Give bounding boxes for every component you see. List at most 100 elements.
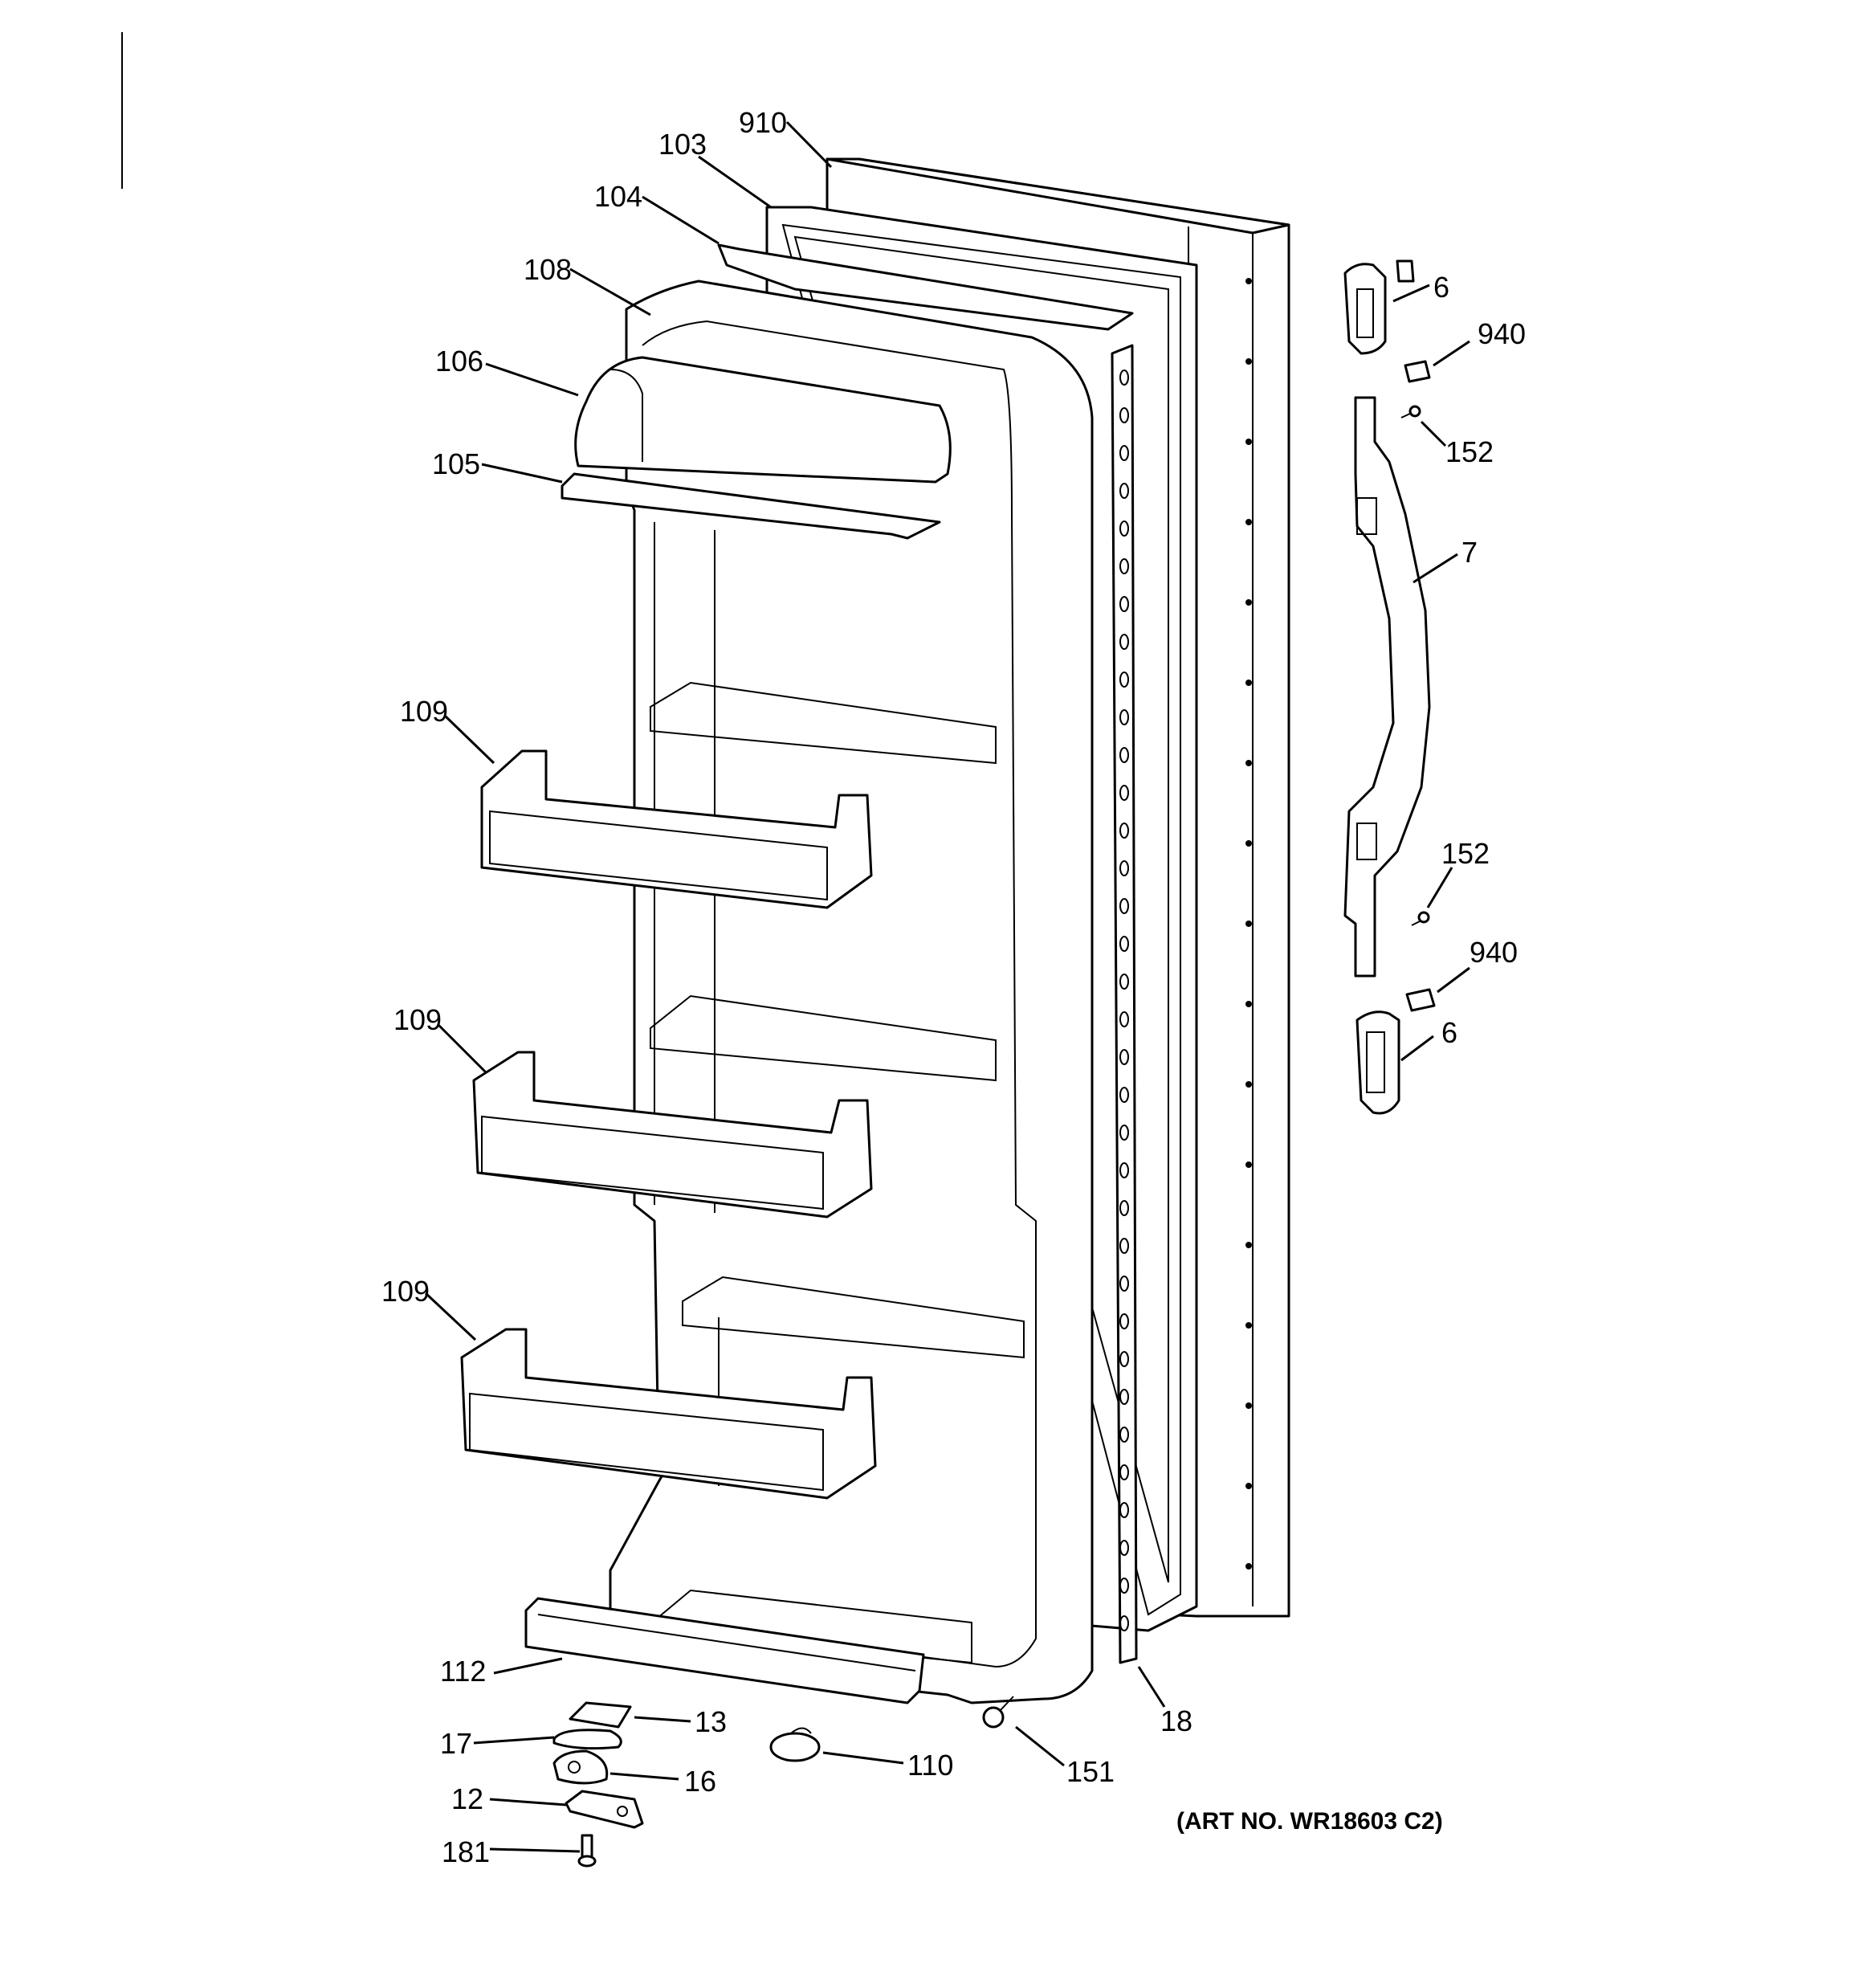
hinge-hole [1119, 1578, 1129, 1594]
label-110: 110 [907, 1749, 953, 1782]
label-940-top: 940 [1478, 317, 1526, 350]
label-108: 108 [524, 253, 572, 286]
part-151-screw [982, 1696, 1014, 1729]
hinge-hole [1119, 1087, 1129, 1103]
label-17: 17 [440, 1727, 472, 1760]
part-108-inner-liner [609, 280, 1094, 1704]
hinge-hole [1119, 860, 1129, 876]
part-105-rail [561, 472, 941, 540]
label-18: 18 [1160, 1704, 1192, 1737]
part-12-hinge [565, 1790, 644, 1829]
part-17-clip [552, 1729, 622, 1750]
label-6-bottom: 6 [1441, 1016, 1457, 1049]
art-number: (ART NO. WR18603 C2) [1176, 1808, 1443, 1835]
hinge-hole [1119, 1049, 1129, 1065]
screw-hole [1245, 439, 1252, 445]
hinge-hole [1119, 1276, 1129, 1292]
screw-hole [1245, 1001, 1252, 1007]
label-152-bottom: 152 [1441, 837, 1490, 870]
screw-hole [1245, 1402, 1252, 1409]
part-109-bin-top [480, 749, 873, 909]
hinge-hole [1119, 1162, 1129, 1178]
screw-hole [1245, 519, 1252, 525]
label-105: 105 [432, 447, 480, 480]
label-940-bottom: 940 [1470, 936, 1518, 969]
part-940-bracket-bottom [1405, 988, 1436, 1012]
part-16-bracket [552, 1749, 609, 1785]
part-7-handle [1343, 396, 1431, 978]
screw-hole [1245, 760, 1252, 766]
hinge-hole [1119, 709, 1129, 725]
hinge-hole [1119, 898, 1129, 914]
hinge-hole [1119, 520, 1129, 537]
part-6-end-cap-top [1343, 259, 1415, 355]
screw-hole [1245, 1242, 1252, 1248]
label-6-top: 6 [1433, 271, 1449, 304]
label-152-top: 152 [1445, 435, 1494, 468]
part-109-bin-middle [472, 1051, 873, 1219]
label-109-middle: 109 [393, 1003, 442, 1036]
screw-hole [1245, 278, 1252, 284]
hinge-hole [1119, 1389, 1129, 1405]
label-112: 112 [440, 1655, 486, 1688]
hinge-hole [1119, 747, 1129, 763]
label-151: 151 [1066, 1755, 1115, 1788]
hinge-hole [1119, 634, 1129, 650]
label-13: 13 [695, 1705, 727, 1738]
leader-lines [424, 120, 1470, 1853]
hinge-hole [1119, 1502, 1129, 1518]
screw-hole [1245, 599, 1252, 606]
label-910: 910 [739, 106, 787, 139]
hinge-hole [1119, 1238, 1129, 1254]
part-109-bin-bottom [460, 1328, 877, 1500]
part-110-plug [769, 1727, 821, 1762]
part-13-plate [569, 1701, 632, 1729]
screw-hole [1245, 1483, 1252, 1489]
hinge-hole [1119, 1313, 1129, 1329]
screw-hole [1245, 1161, 1252, 1168]
hinge-hole [1119, 672, 1129, 688]
hinge-hole [1119, 483, 1129, 499]
label-109-bottom: 109 [381, 1275, 430, 1308]
hinge-hole [1119, 1615, 1129, 1631]
part-6-end-cap-bottom [1355, 1010, 1400, 1115]
hinge-hole [1119, 369, 1129, 386]
label-16: 16 [684, 1765, 716, 1798]
hinge-hole [1119, 596, 1129, 612]
hinge-hole [1119, 823, 1129, 839]
part-104-top-strip [717, 243, 1134, 331]
label-103: 103 [658, 128, 707, 161]
label-109-top: 109 [400, 695, 448, 728]
part-152-screw-bottom [1411, 911, 1430, 926]
screw-hole [1245, 1081, 1252, 1088]
hinge-hole [1119, 1464, 1129, 1480]
part-18-hinge-strip [1111, 344, 1138, 1664]
screw-hole [1245, 840, 1252, 847]
hinge-hole [1119, 1125, 1129, 1141]
part-181-screw [577, 1834, 597, 1868]
part-112-bottom-rail [524, 1597, 925, 1704]
label-181: 181 [442, 1835, 490, 1868]
screw-hole [1245, 921, 1252, 927]
hinge-hole [1119, 1200, 1129, 1216]
part-940-bracket-top [1404, 360, 1431, 383]
hinge-hole [1119, 1011, 1129, 1027]
hinge-hole [1119, 1427, 1129, 1443]
part-152-screw-top [1400, 405, 1421, 418]
hinge-hole [1119, 558, 1129, 574]
label-104: 104 [594, 180, 642, 213]
label-7: 7 [1461, 536, 1478, 569]
hinge-hole [1119, 974, 1129, 990]
screw-hole [1245, 1322, 1252, 1329]
hinge-hole [1119, 1540, 1129, 1556]
label-12: 12 [451, 1782, 483, 1815]
hinge-hole [1119, 936, 1129, 952]
hinge-hole [1119, 785, 1129, 801]
hinge-hole [1119, 407, 1129, 423]
screw-hole [1245, 1563, 1252, 1570]
part-106-bin-cover [574, 356, 952, 484]
screw-hole [1245, 358, 1252, 365]
screw-hole [1245, 680, 1252, 686]
hinge-hole [1119, 1351, 1129, 1367]
